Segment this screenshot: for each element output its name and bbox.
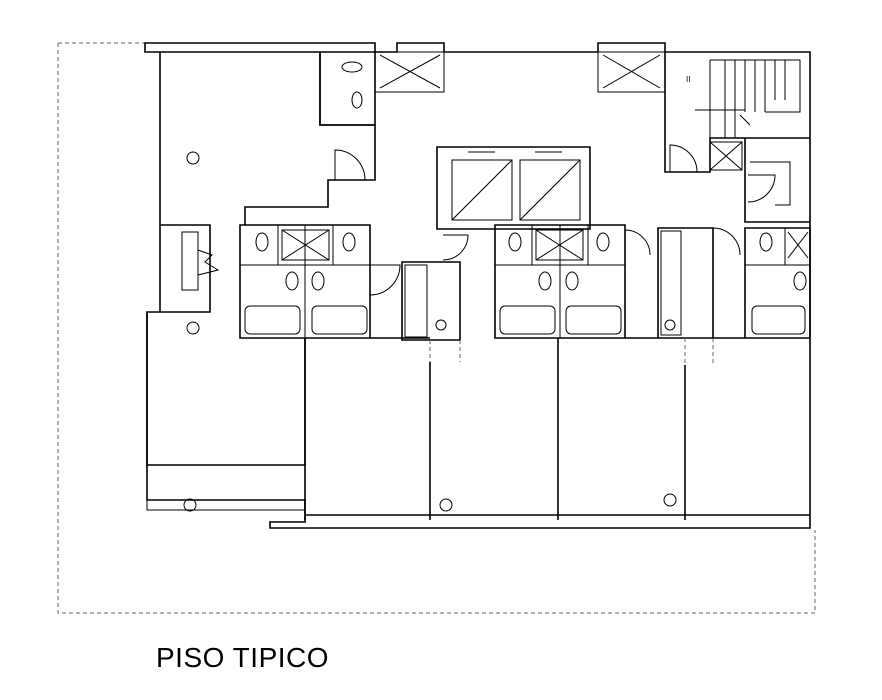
drain-circle bbox=[440, 499, 452, 511]
door-swing bbox=[443, 235, 468, 260]
bath-block-west bbox=[240, 225, 370, 338]
door-swing bbox=[335, 150, 365, 180]
kitchen-west bbox=[402, 262, 460, 362]
bath-top bbox=[320, 52, 375, 125]
door-swing bbox=[713, 228, 740, 255]
property-boundary bbox=[58, 43, 815, 613]
structural-column bbox=[182, 232, 198, 290]
sink-icon bbox=[352, 92, 362, 108]
shaft-cross bbox=[603, 55, 660, 88]
door-swing bbox=[625, 230, 650, 255]
column-pier bbox=[184, 499, 196, 511]
stair-walls bbox=[665, 52, 810, 222]
shaft-cross bbox=[380, 55, 440, 88]
door-swing bbox=[670, 145, 697, 172]
drain-circle bbox=[187, 152, 199, 164]
stair-treads bbox=[710, 60, 800, 138]
kitchen-east bbox=[658, 228, 713, 365]
elevator-car-1 bbox=[452, 160, 512, 220]
bath-block-center bbox=[495, 225, 625, 338]
shaft-cross bbox=[710, 142, 742, 170]
stair-arrow bbox=[695, 110, 750, 125]
bath-block-east bbox=[745, 228, 810, 338]
duct-break-symbol bbox=[198, 250, 218, 275]
west-unit-walls bbox=[147, 52, 375, 465]
drawing-title: PISO TIPICO bbox=[156, 642, 330, 673]
balcony-rail bbox=[147, 500, 305, 510]
elevator-cross bbox=[452, 160, 580, 220]
stair-shaft bbox=[710, 142, 742, 170]
stair-up-mark: II bbox=[686, 75, 690, 84]
drain-circle bbox=[664, 494, 676, 506]
door-swing bbox=[370, 265, 400, 295]
toilet-icon bbox=[342, 62, 362, 72]
south-unit-walls bbox=[305, 338, 810, 520]
elevator-car-2 bbox=[520, 160, 580, 220]
stair-landing bbox=[750, 162, 790, 205]
floor-plan: II bbox=[0, 0, 882, 640]
elevator-core bbox=[437, 147, 590, 229]
drain-circle bbox=[187, 322, 199, 334]
door-swing bbox=[748, 175, 775, 202]
